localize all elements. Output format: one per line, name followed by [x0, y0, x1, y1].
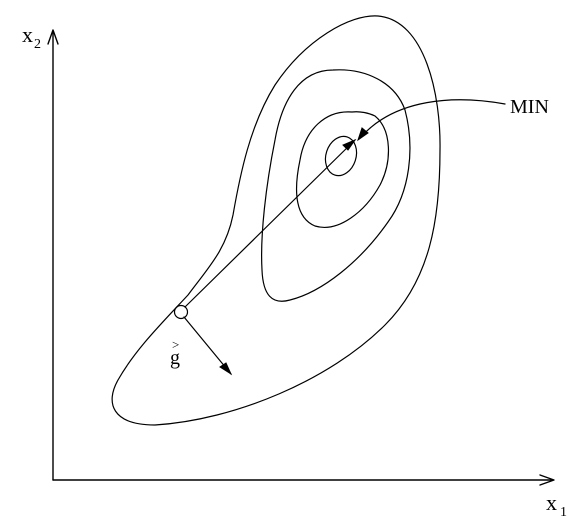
svg-text:x: x — [22, 22, 33, 47]
min-pointer-arrow — [359, 99, 506, 139]
contour-inner — [295, 111, 390, 228]
x-axis-arrowhead — [539, 474, 555, 486]
gradient-vector-mark: > — [172, 337, 179, 352]
svg-text:x: x — [546, 490, 557, 515]
gradient-letter: g — [170, 347, 180, 369]
contour-min-ring — [324, 135, 358, 177]
y-axis-arrowhead — [47, 29, 59, 45]
gradient-label: g > — [170, 337, 180, 369]
contour-lines — [111, 15, 441, 426]
y-axis-label-subscript: 2 — [34, 37, 41, 52]
y-axis-label: x 2 — [22, 22, 41, 52]
min-annotation: MIN — [357, 96, 549, 142]
min-label: MIN — [510, 96, 549, 118]
gradient-arrow — [183, 316, 233, 376]
x-axis-label: x 1 — [546, 490, 567, 520]
contour-outer — [111, 15, 441, 426]
path-to-min-arrow — [184, 138, 357, 308]
x-axis-label-subscript: 1 — [560, 505, 567, 520]
start-point-marker — [173, 304, 189, 320]
contour-middle — [261, 69, 411, 302]
axes — [47, 29, 555, 486]
